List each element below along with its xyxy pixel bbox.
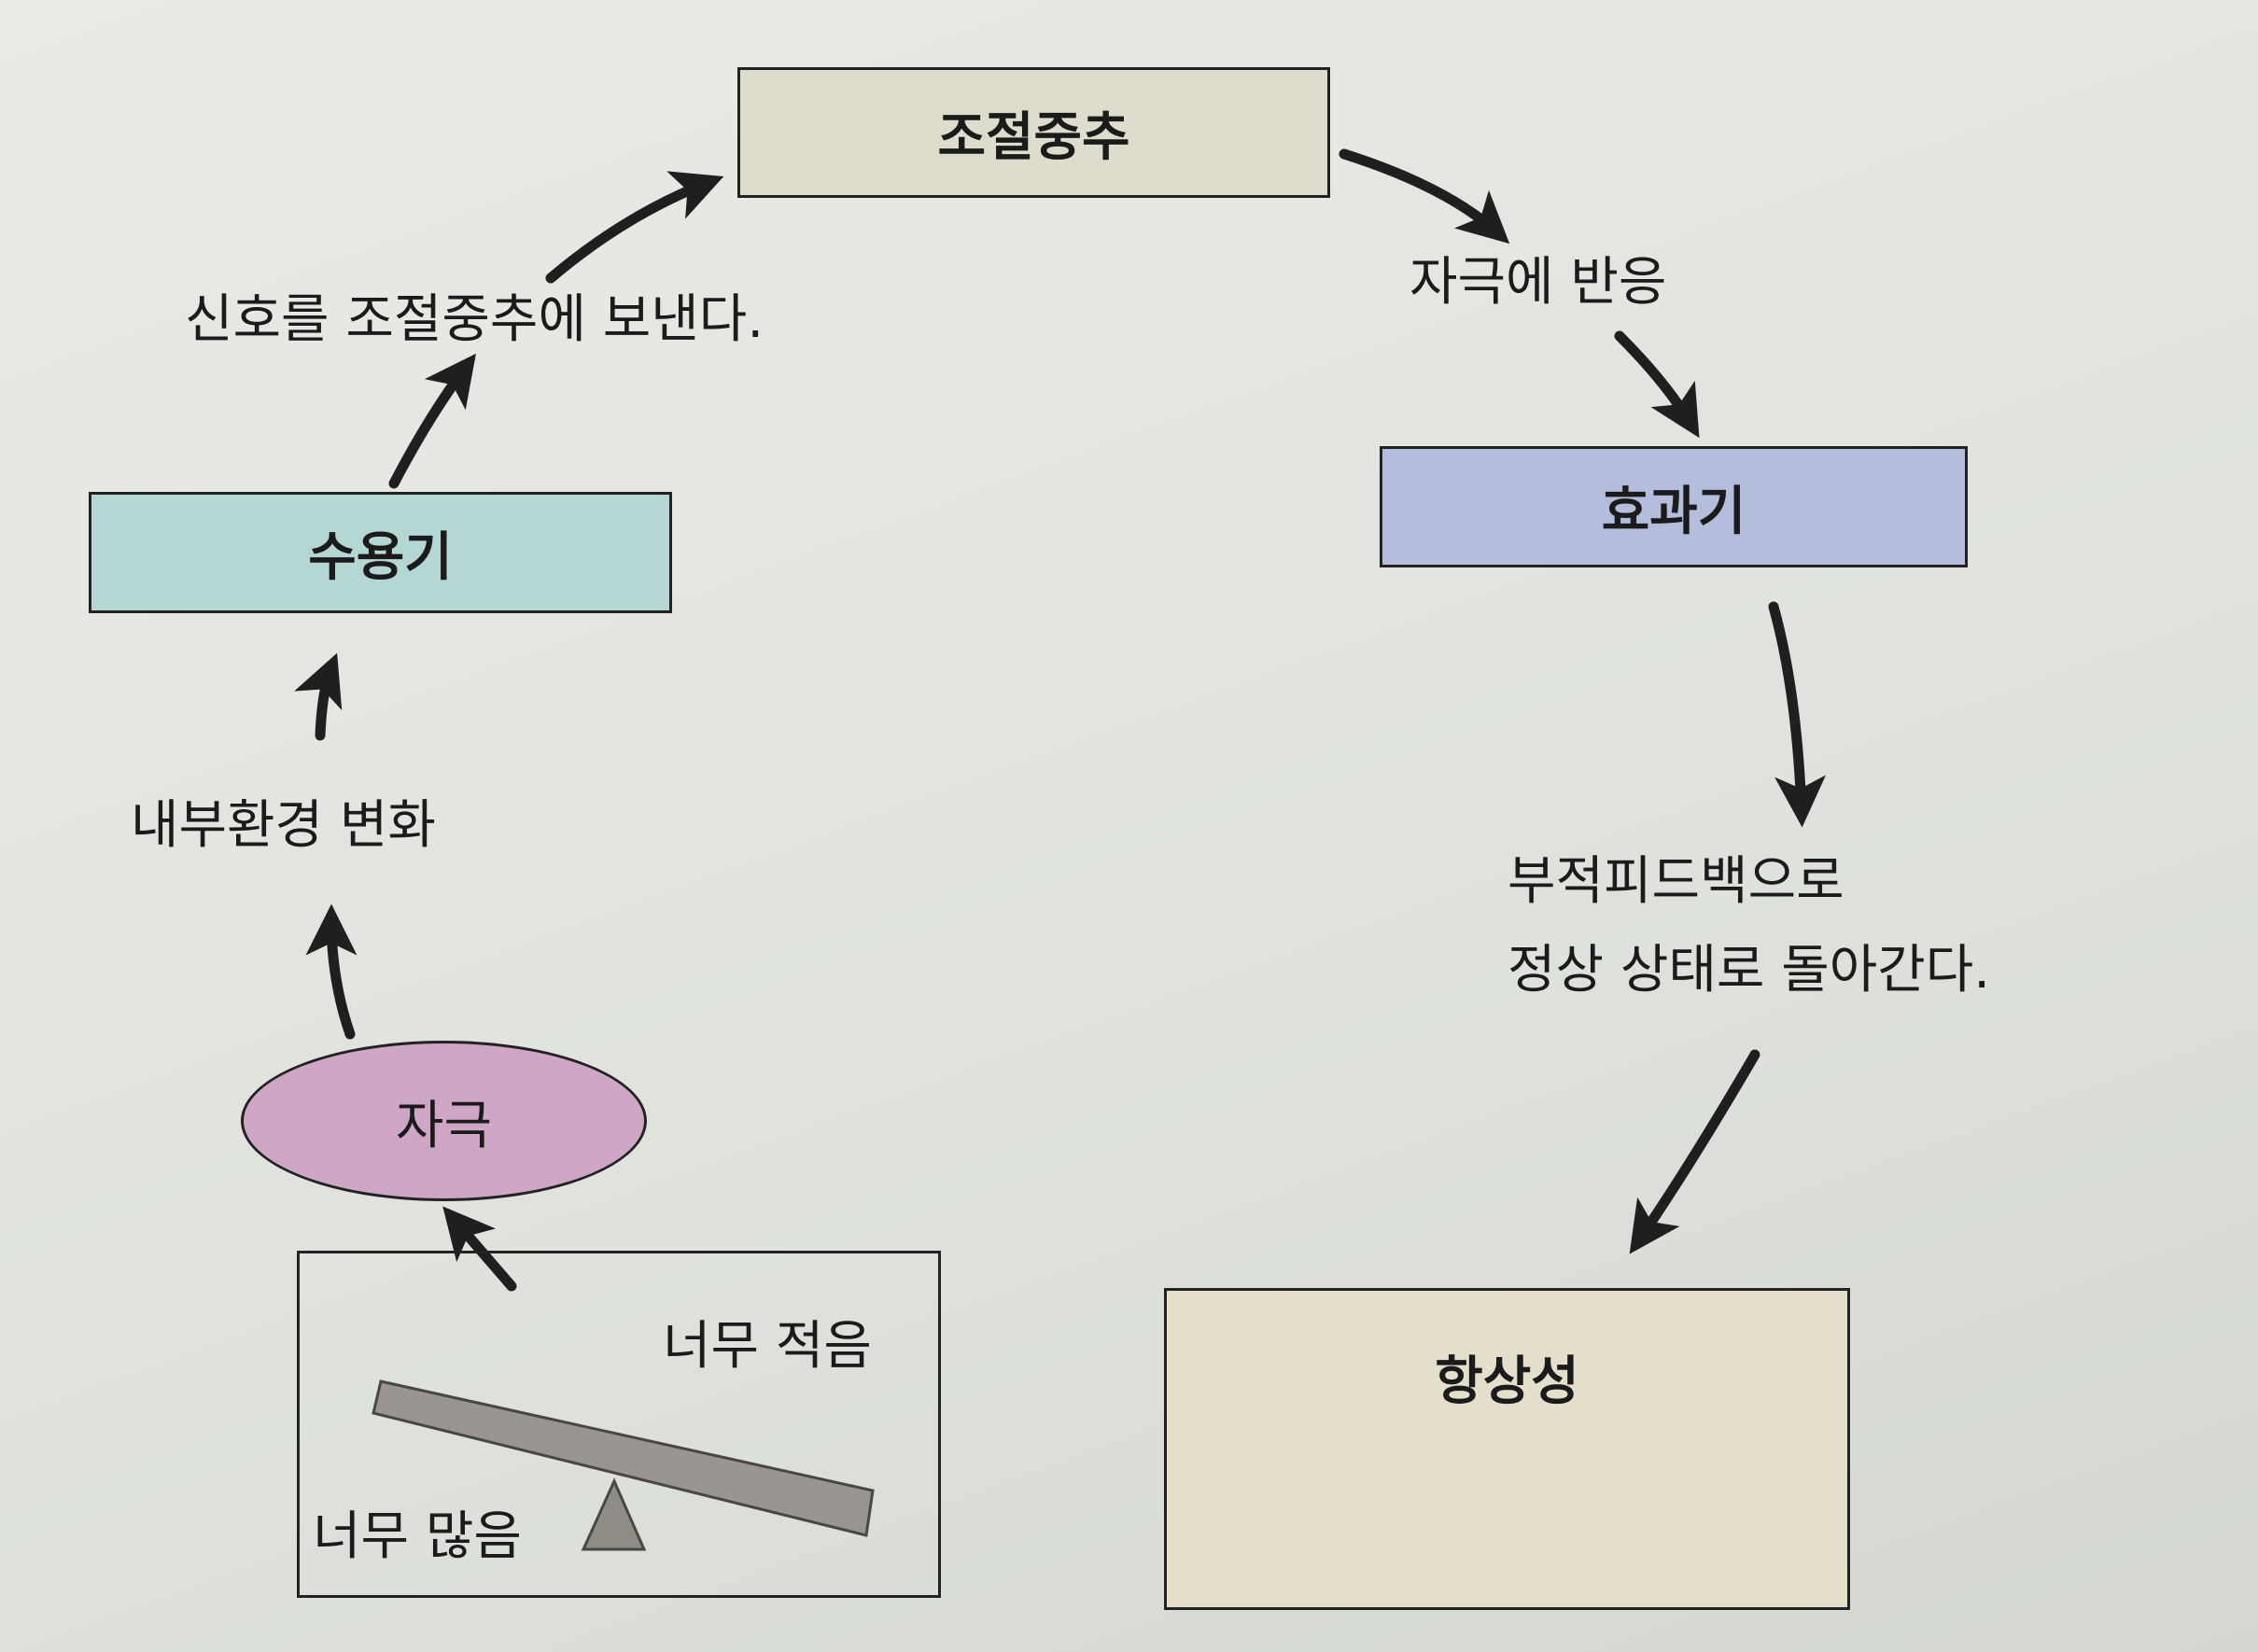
arrow-to-homeostasis <box>1629 1049 1760 1254</box>
receptor-label: 수용기 <box>308 526 453 588</box>
control-center-box: 조절중추 <box>737 67 1330 198</box>
control-center-label: 조절중추 <box>937 106 1130 168</box>
homeostasis-box: 항상성 <box>1164 1288 1850 1610</box>
feedback-text-line2: 정상 상태로 돌아간다. <box>1508 940 1991 1001</box>
too-much-text: 너무 많음 <box>313 1506 522 1567</box>
arrow-to-signal <box>388 353 476 489</box>
receptor-box: 수용기 <box>89 492 672 613</box>
arrow-to-response <box>1339 148 1510 245</box>
stimulus-ellipse: 자극 <box>241 1041 647 1201</box>
effector-label: 효과기 <box>1601 481 1746 542</box>
arrow-to-internal-change <box>305 903 358 1040</box>
send-signal-text: 신호를 조절중추에 보낸다. <box>185 289 764 350</box>
tilted-seesaw-bar <box>372 1379 875 1537</box>
arrow-to-control-center <box>545 171 724 284</box>
arrow-to-effector <box>1614 330 1700 439</box>
internal-change-text: 내부환경 변화 <box>131 795 436 856</box>
homeostasis-label: 항상성 <box>1435 1351 1579 1412</box>
stimulus-label: 자극 <box>395 1095 493 1156</box>
respond-text: 자극에 반응 <box>1409 252 1667 313</box>
imbalance-box <box>297 1251 941 1598</box>
tilted-seesaw-fulcrum <box>581 1477 647 1551</box>
arrow-to-receptor <box>294 652 343 741</box>
too-little-text: 너무 적음 <box>663 1316 872 1377</box>
feedback-text-line1: 부적피드백으로 <box>1508 851 1844 912</box>
effector-box: 효과기 <box>1380 446 1968 567</box>
arrow-to-feedback <box>1768 601 1826 828</box>
